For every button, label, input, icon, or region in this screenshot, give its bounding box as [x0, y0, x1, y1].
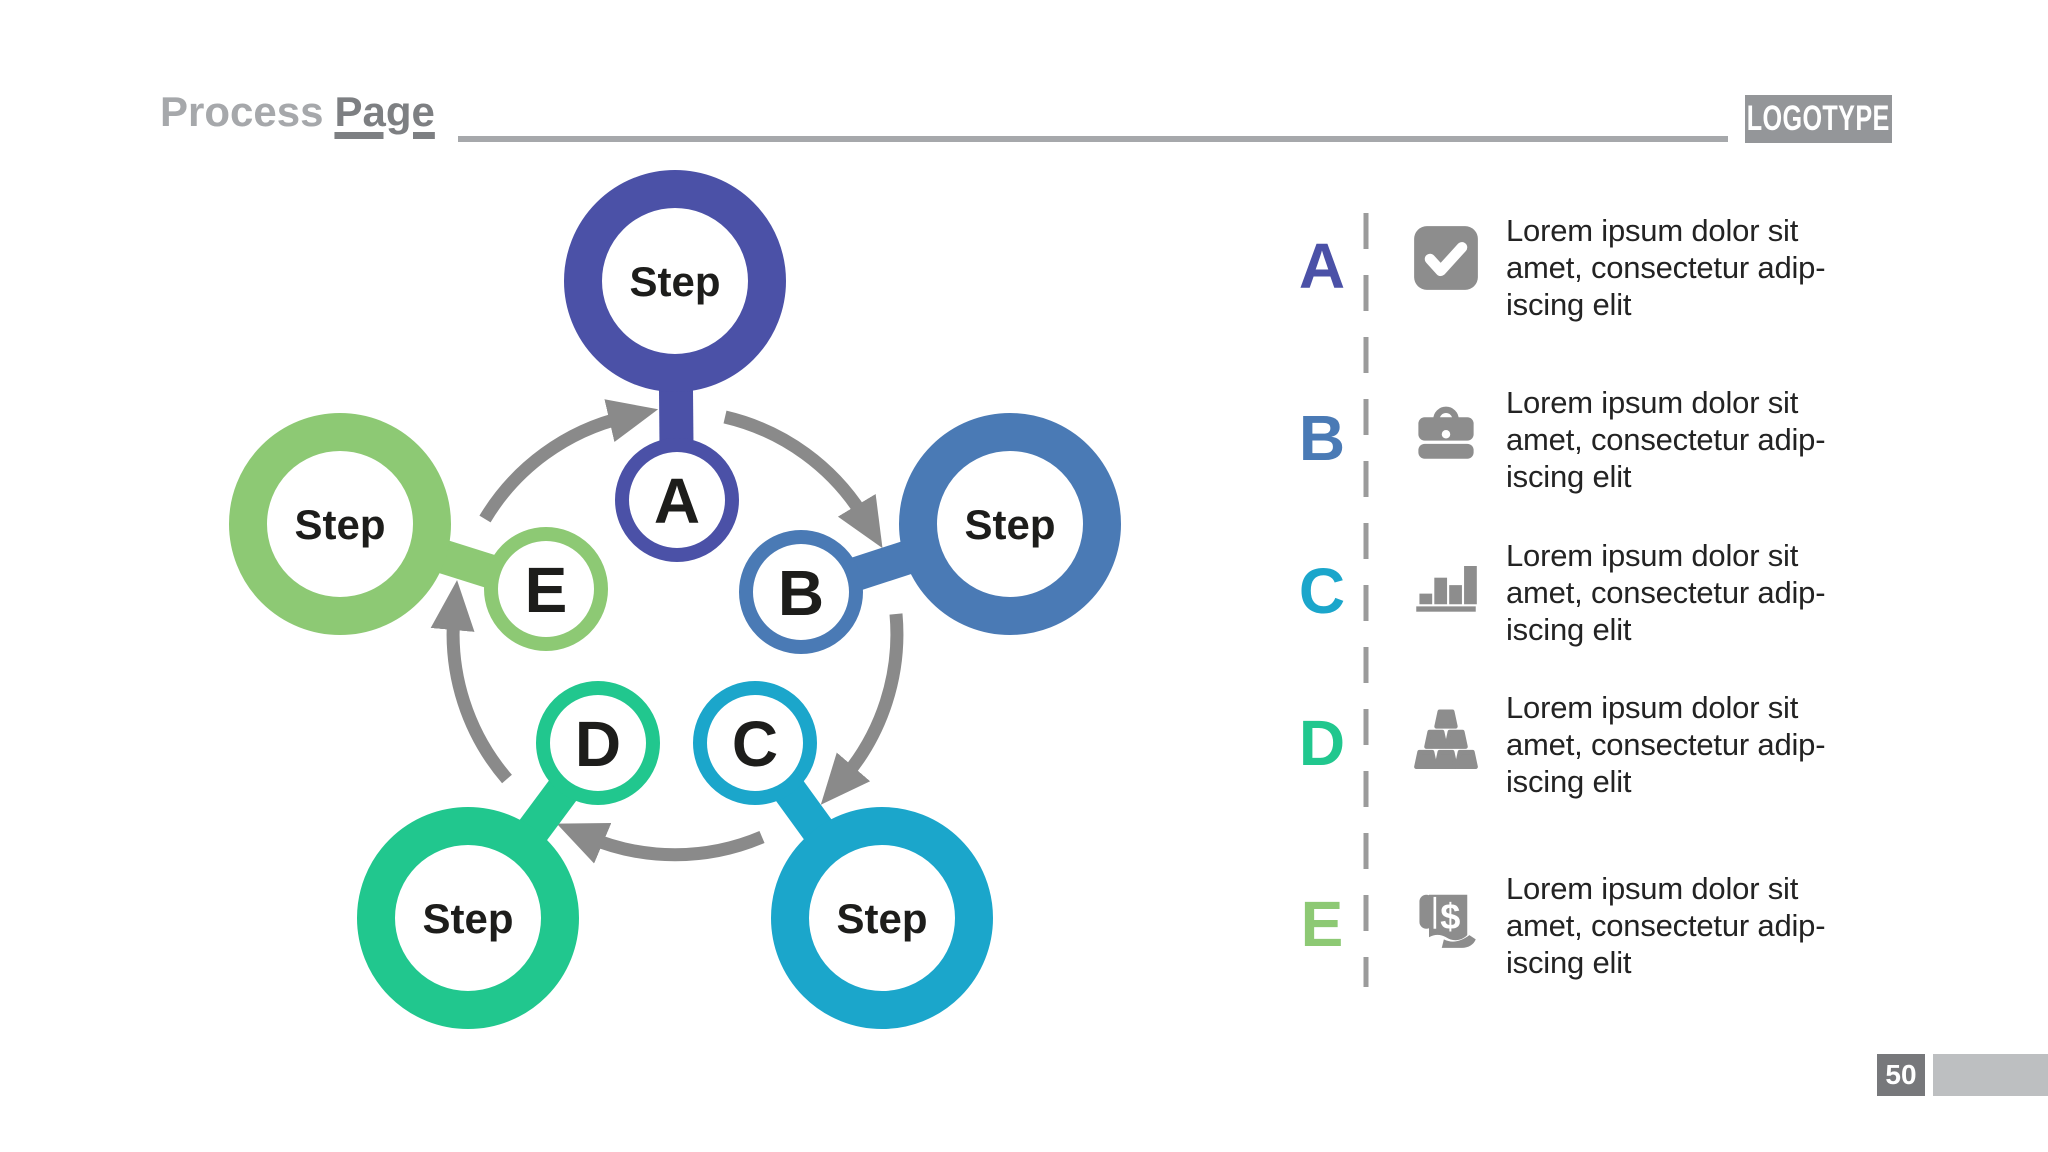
arc-arrow-e-to-a-icon	[479, 399, 659, 523]
node-letter-a: A	[654, 465, 700, 537]
step-label-b: Step	[964, 501, 1055, 548]
arc-arrow-d-to-e-icon	[430, 580, 512, 784]
legend-icon-wrap: $	[1412, 882, 1480, 950]
legend-icon-wrap	[1412, 224, 1480, 292]
step-circle-d	[357, 807, 579, 1029]
page-number-badge: 50	[1877, 1054, 1925, 1096]
step-label-e: Step	[294, 501, 385, 548]
node-letter-b: B	[778, 557, 824, 629]
legend-letter-a: A	[1298, 230, 1346, 302]
legend-text: Lorem ipsum dolor sit amet, consectetur …	[1506, 213, 1826, 322]
legend-item-c: C Lorem ipsum dolor sit amet, consectetu…	[1290, 538, 1835, 693]
step-label-d: Step	[422, 895, 513, 942]
node-circle-c	[693, 681, 817, 805]
legend-item-d: D Lorem ipsum dolor sit amet, consectetu…	[1290, 690, 1835, 845]
node-circle-b	[739, 530, 863, 654]
header-divider	[458, 136, 1728, 142]
cycle-arrows	[430, 399, 904, 864]
title-word-page: Page	[334, 88, 435, 135]
step-label-c: Step	[836, 895, 927, 942]
node-letter-c: C	[732, 708, 778, 780]
gold-ingots-icon	[1414, 709, 1478, 769]
letter-nodes: A B C D E	[484, 438, 863, 805]
legend-text: Lorem ipsum dolor sit amet, consectetur …	[1506, 871, 1826, 980]
step-circle-e	[229, 413, 451, 635]
step-circles: Step Step Step Step Step	[229, 170, 1121, 1029]
legend-icon-wrap	[1412, 396, 1480, 464]
check-icon	[1414, 226, 1478, 290]
step-label-a: Step	[629, 258, 720, 305]
footer-bar	[1933, 1054, 2048, 1096]
legend-item-a: A Lorem ipsum dolor sit amet, consectetu…	[1290, 213, 1835, 368]
arc-arrow-b-to-c-icon	[820, 613, 904, 805]
node-circle-a	[615, 438, 739, 562]
legend-item-b: B Lorem ipsum dolor sit amet, consectetu…	[1290, 385, 1835, 540]
step-circle-b	[899, 413, 1121, 635]
bar-chart-icon	[1416, 566, 1477, 612]
legend-text: Lorem ipsum dolor sit amet, consectetur …	[1506, 385, 1826, 494]
legend-text: Lorem ipsum dolor sit amet, consectetur …	[1506, 538, 1826, 647]
node-letter-d: D	[575, 708, 621, 780]
legend-icon-wrap	[1412, 701, 1480, 769]
step-circle-c	[771, 807, 993, 1029]
legend-text: Lorem ipsum dolor sit amet, consectetur …	[1506, 690, 1826, 799]
legend-icon-wrap	[1412, 549, 1480, 617]
receipt-dollar-icon: $	[1419, 894, 1476, 948]
svg-text:$: $	[1440, 896, 1460, 937]
logotype-badge: LOGOTYPE	[1745, 95, 1892, 143]
node-circle-d	[536, 681, 660, 805]
arc-arrow-c-to-d-icon	[556, 823, 765, 864]
node-letter-e: E	[525, 554, 568, 626]
legend-letter-e: E	[1300, 888, 1344, 960]
node-circle-e	[484, 527, 608, 651]
legend-item-e: E $ Lorem ipsum dolor sit amet, consecte…	[1290, 871, 1835, 1026]
legend-letter-b: B	[1298, 402, 1346, 474]
step-circle-a	[564, 170, 786, 392]
arc-arrow-a-to-b-icon	[723, 410, 883, 549]
legend-letter-d: D	[1298, 707, 1346, 779]
legend-letter-c: C	[1298, 555, 1346, 627]
logotype-label: LOGOTYPE	[1747, 99, 1890, 138]
briefcase-icon	[1418, 406, 1474, 459]
title-word-process: Process	[160, 88, 324, 135]
